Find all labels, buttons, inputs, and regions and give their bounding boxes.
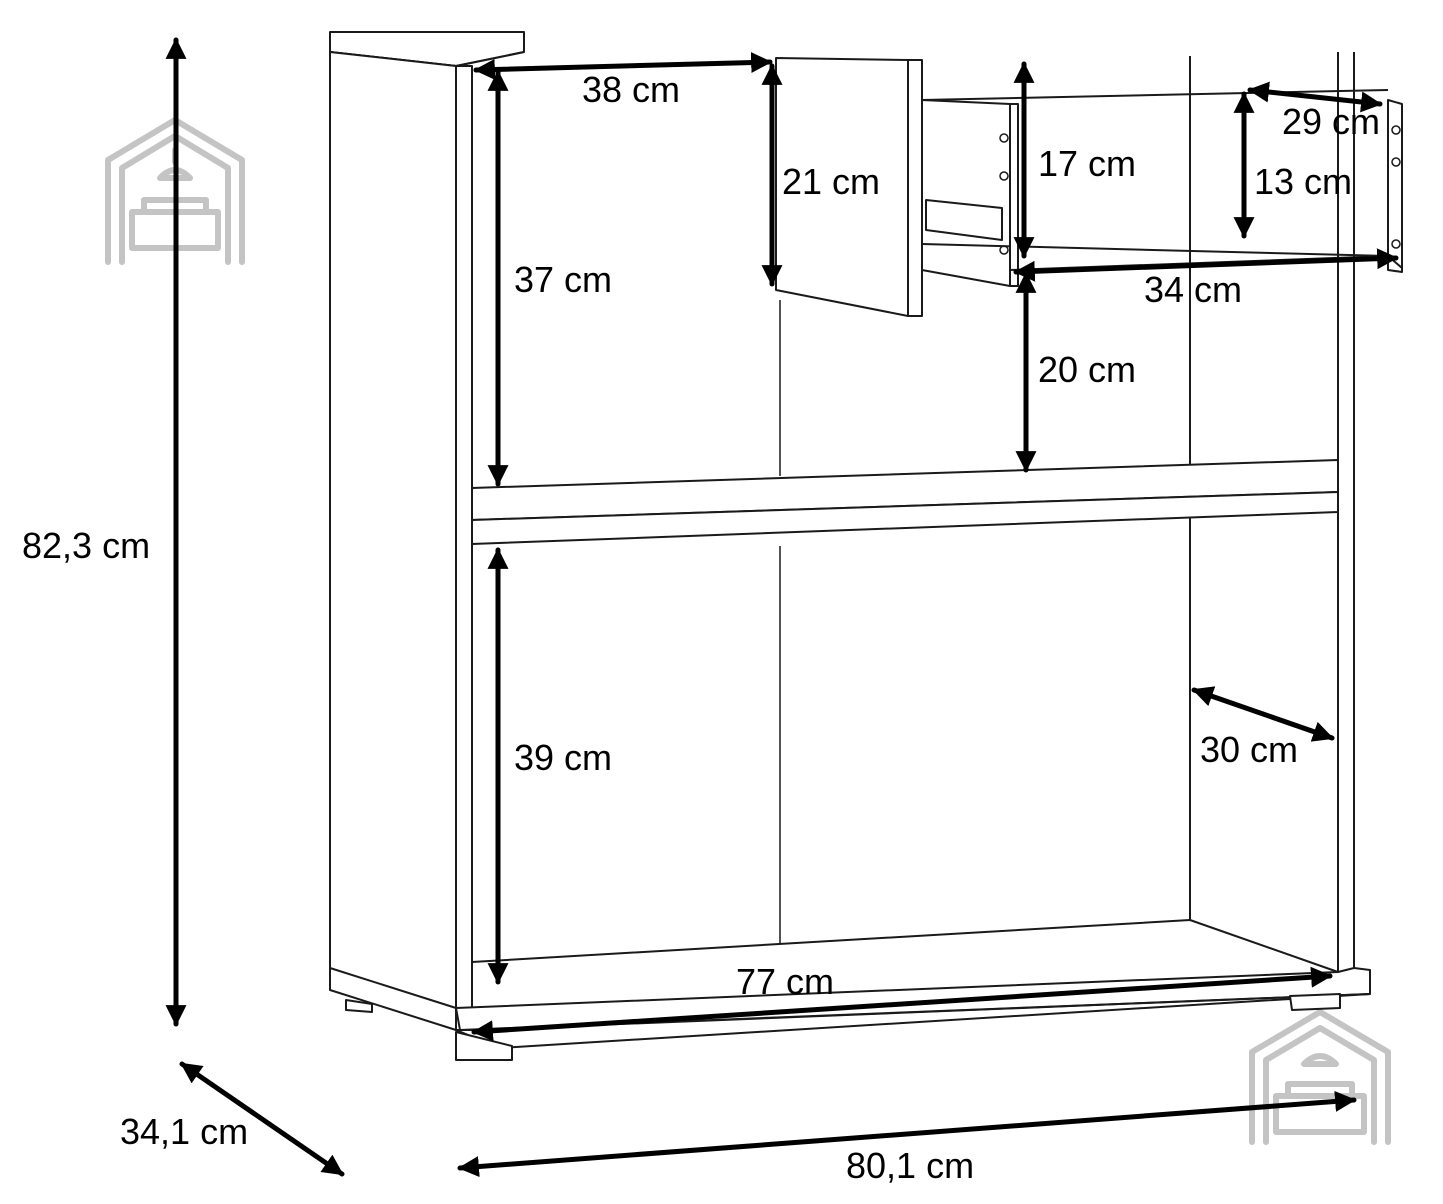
- label-29cm: 29 cm: [1282, 101, 1380, 142]
- arrow-34-1cm: [179, 1061, 345, 1177]
- label-77cm: 77 cm: [736, 961, 834, 1002]
- label-82-3cm: 82,3 cm: [22, 525, 150, 566]
- label-34-1cm: 34,1 cm: [120, 1111, 248, 1152]
- arrow-38cm: [473, 52, 773, 80]
- label-21cm: 21 cm: [782, 161, 880, 202]
- dimension-labels: 38 cm 21 cm 17 cm 29 cm 13 cm 37 cm 34 c…: [22, 69, 1380, 1186]
- label-34cm: 34 cm: [1144, 269, 1242, 310]
- label-37cm: 37 cm: [514, 259, 612, 300]
- label-30cm: 30 cm: [1200, 729, 1298, 770]
- label-39cm: 39 cm: [514, 737, 612, 778]
- label-17cm: 17 cm: [1038, 143, 1136, 184]
- label-38cm: 38 cm: [582, 69, 680, 110]
- arrow-29cm: [1247, 81, 1383, 113]
- label-80-1cm: 80,1 cm: [846, 1145, 974, 1186]
- arrow-30cm: [1191, 686, 1335, 742]
- arrow-80-1cm: [457, 1090, 1357, 1178]
- arrow-34cm: [1013, 248, 1399, 282]
- dimension-arrows: [165, 37, 1399, 1178]
- label-13cm: 13 cm: [1254, 161, 1352, 202]
- label-20cm: 20 cm: [1038, 349, 1136, 390]
- watermark-logo-bottom-right: [1249, 1009, 1391, 1145]
- arrow-77cm: [471, 966, 1333, 1042]
